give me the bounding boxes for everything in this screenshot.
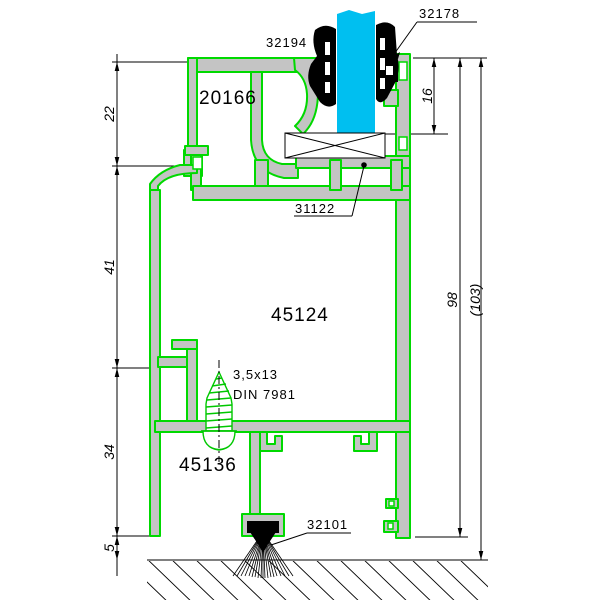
part-label-gasket-inner: 32178 <box>419 6 461 21</box>
part-label-threshold: 45136 <box>179 455 237 476</box>
dimension-lines <box>112 54 487 576</box>
brush-seal <box>232 521 294 579</box>
leader-dot <box>361 162 367 168</box>
gasket-slots <box>325 38 393 93</box>
leader-arrow <box>392 52 400 59</box>
setting-block <box>284 132 386 159</box>
leader-lines <box>270 21 477 546</box>
left-flange <box>149 164 198 193</box>
ground-hatch <box>147 559 488 600</box>
glass-pane <box>337 10 375 133</box>
profile-notches <box>192 61 408 530</box>
part-label-bead: 20166 <box>199 88 257 109</box>
part-label-bridge: 31122 <box>295 201 336 216</box>
part-label-frame: 45124 <box>271 305 329 326</box>
part-label-gasket-outer: 32194 <box>266 35 308 50</box>
part-label-brush: 32101 <box>307 517 349 532</box>
screw <box>201 370 237 451</box>
screw-standard-label: DIN 7981 <box>233 387 296 402</box>
dimension-arrows <box>114 58 484 560</box>
screw-size-label: 3,5x13 <box>233 367 279 382</box>
